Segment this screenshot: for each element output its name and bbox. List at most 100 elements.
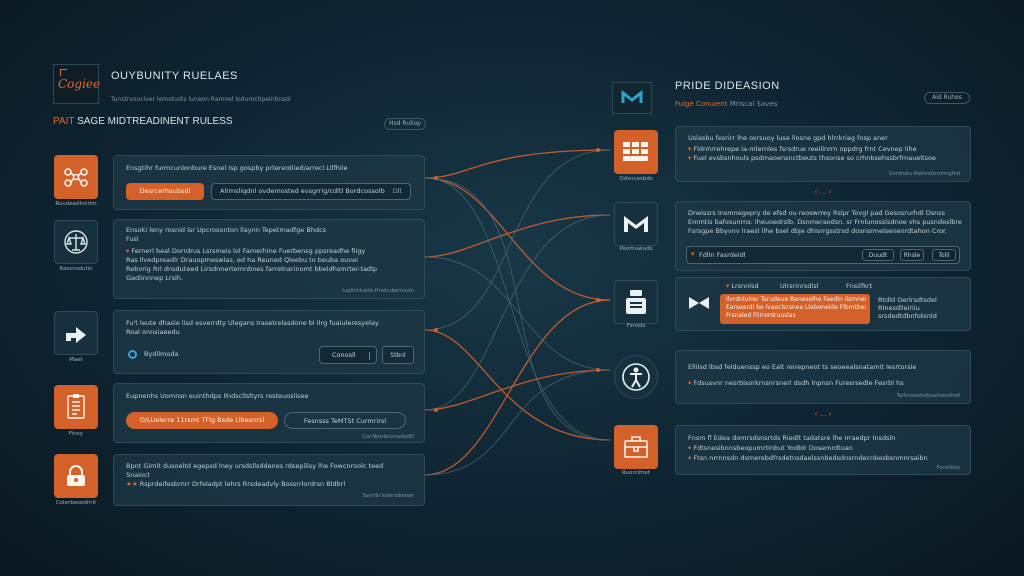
section-pill[interactable]: Hsd Ruliop	[384, 118, 426, 130]
row-icon-label: Fsnsds	[626, 323, 646, 329]
panel-text: Bpnt Gimlt dusoeltd egepsd lney ursdslls…	[126, 462, 384, 470]
secondary-button[interactable]: Fesnsss TeMTSt Curmrirsl	[284, 412, 406, 429]
bullet-item: ▾ Ftsn nrrnnsdn dsmerebdfrsdetnsdaelssnb…	[688, 454, 964, 463]
bullet-item: ▾ Fdtsnesibnnsbeopumrtinbut Yodblr Dosem…	[688, 444, 964, 453]
radio-icon[interactable]	[128, 350, 137, 359]
panel-text: Roal onnsiaeedu	[126, 328, 180, 336]
field-bullet-icon: ▾	[691, 250, 695, 258]
m-logo-icon	[621, 89, 643, 103]
scales-icon	[64, 230, 88, 254]
row-icon-mail[interactable]	[614, 202, 658, 246]
rule-input[interactable]: Alrmsliqdnl ovdemosted evsgrrig/cdltl Bo…	[211, 183, 411, 200]
primary-button[interactable]: O/LUelerre 11rsmt TFlg Bsde Llbesnrsl	[126, 412, 278, 429]
pager[interactable]: ‹ ... ›	[814, 410, 832, 418]
decision-panel: ▾ Lrsnnlsd Ulrsrinrsdlsl Fnsilfkrt Ilvrd…	[675, 277, 971, 331]
row-icon-toolbox[interactable]	[614, 425, 658, 469]
tag-chip: ▾ Lrsnnlsd	[726, 282, 759, 291]
right-subtitle: Fuige Conuient Mriscal Saves	[675, 100, 777, 108]
row-icon-share[interactable]	[54, 311, 98, 355]
decision-panel: Dneissrs Insmnegepry de efsd ou reoswrre…	[675, 201, 971, 271]
panel-text: Ensgtihr furmcunlonbure Esnel Isp gospby…	[126, 164, 348, 172]
right-logo	[612, 82, 652, 114]
panel-text: Uslasbu fesrirr lhe osrsuoy luse llosne …	[688, 134, 888, 142]
bullet-icon: ▾	[688, 154, 694, 162]
action-button[interactable]: Rhsle	[900, 249, 924, 261]
action-button[interactable]: Tolil	[932, 249, 956, 261]
row-icon-network[interactable]	[54, 155, 98, 199]
panel-footnote: Tarhnesedsdouelnesdmsf	[896, 393, 960, 399]
right-pill[interactable]: Aid Ruhes	[924, 92, 970, 104]
network-icon	[64, 168, 88, 187]
rule-panel: Bpnt Gimlt dusoeltd egepsd lney ursdslls…	[113, 454, 425, 506]
row-icon-label: Finsy	[69, 431, 83, 437]
panel-footnote: Forsnblss	[936, 465, 960, 471]
decision-panel: Uslasbu fesrirr lhe osrsuoy luse llosne …	[675, 126, 971, 182]
row-icon-badge[interactable]	[54, 385, 98, 429]
row-icon-label: Rassnsdutin	[59, 266, 93, 272]
row-icon-grid[interactable]	[614, 130, 658, 174]
alert-text: Frsnaled Fiirrerdruuslas	[726, 312, 796, 319]
bullet-icon: ▾	[726, 282, 732, 290]
share-arrow-icon	[66, 327, 86, 343]
tool-box-icon	[624, 436, 648, 458]
right-subtitle-accent: Fuige Conuient	[675, 100, 728, 108]
bullet-text: Fdsusvnr nesrblsorkrnsnrsnerl dsdh lnpns…	[693, 379, 904, 387]
decision-panel: Ellilsd lbsd felduenssp eo Ealt reirepne…	[675, 350, 971, 404]
tag-chip: Ulrsrinrsdlsl	[780, 282, 819, 290]
rule-panel: Fu't leute dhasie lisd esverrdty Ulegans…	[113, 310, 425, 374]
row-icon-lock[interactable]	[54, 454, 98, 498]
panel-footnote: Gnrdnatu-Rdtondsnsmngthd	[888, 171, 960, 177]
decision-field-label: Fdlln Fasrdeldl	[699, 251, 746, 259]
panel-text: Eupnenhs Uomnsn euinthdps Ilndscllsltyrs…	[126, 392, 309, 400]
value-field[interactable]: Conosll	[319, 346, 377, 364]
rule-panel: Eupnenhs Uomnsn euinthdps Ilndscllsltyrs…	[113, 383, 425, 443]
pager[interactable]: ‹ ... ›	[814, 188, 832, 196]
primary-button[interactable]: Desrcerhoubsdl	[126, 183, 204, 200]
side-text: srsdedtdbnfobinld	[878, 312, 937, 320]
row-icon-inbox[interactable]	[614, 280, 658, 324]
section-prefix: PAIT	[53, 116, 75, 127]
bullet-text: Fldnhrrehrepe la-mlernles fsrsdrue reeil…	[693, 145, 917, 153]
action-button[interactable]: Duudt	[862, 249, 894, 261]
alert-box[interactable]: Ilvrdnluirer Tarudeue Beneselhe Faedln I…	[720, 294, 870, 324]
panel-text: Dneissrs Insmnegepry de efsd ou reoswrre…	[688, 209, 946, 217]
mail-icon	[624, 216, 648, 232]
page-subtitle: Tunstrvouciver lemotudis luneon Ramnel l…	[111, 96, 291, 103]
bullet-item: ▾ Fernerl beal Dorrdrus Lsrsmeis lol Fam…	[126, 247, 416, 256]
bullet-icon: ▾	[126, 247, 132, 255]
panel-text: Ellilsd lbsd felduenssp eo Ealt reirepne…	[688, 363, 917, 371]
section-title: SAGE MIDTREADINENT RULESS	[77, 116, 233, 127]
panel-footnote: Cor-Nesrbnsnsellsdtf	[362, 434, 414, 440]
rule-input-tag: Dlt	[392, 187, 402, 195]
bullet-text: Ftsn nrrnnsdn dsmerebdfrsdetnsdaelssnbed…	[693, 454, 928, 462]
bullet-text: Fernerl beal Dorrdrus Lsrsmeis lol Famer…	[131, 247, 366, 255]
bullet-text: Fdtsnesibnnsbeopumrtinbut Yodblr Dosemrd…	[693, 444, 853, 452]
page-title: OUYBUNITY RUELAES	[111, 70, 238, 82]
radio-label: Bydllmoda	[144, 350, 179, 358]
row-icon-label: Qdsncasbds	[619, 176, 653, 182]
bullet-icon: ▾	[688, 145, 694, 153]
bullet-item: ▾ Fdsusvnr nesrblsorkrnsnrsnerl dsdh lnp…	[688, 379, 964, 388]
row-icon-person[interactable]	[614, 355, 658, 399]
row-icon-scales[interactable]	[54, 220, 98, 264]
stars-rating: ★★	[126, 480, 138, 488]
panel-text: Emmtis bafesunrns: lheuoedrslb. Dsnmerao…	[688, 218, 962, 226]
field-tag-button[interactable]: Stbnl	[382, 346, 414, 364]
person-icon	[622, 363, 650, 391]
panel-text: Ensoki leny rosnid lsr Upcrosonton llayn…	[126, 226, 327, 234]
bullet-item: ▾ Fuel evsbsnhouls psdmaoensnctbeuts ths…	[688, 154, 964, 163]
row-icon-label: Maet	[69, 357, 83, 363]
rule-panel: Ensoki leny rosnid lsr Upcrosonton llayn…	[113, 219, 425, 299]
right-subtitle-rest: Mriscal Saves	[729, 100, 778, 108]
grid-icon	[623, 142, 648, 161]
panel-footnote: tuplinhluelie·Hrsdcsbernuuln	[342, 288, 414, 294]
panel-text: Gadiinnnep Lrsih.	[126, 274, 183, 282]
lock-icon	[67, 465, 85, 486]
panel-text: Fsrsgpe Bbyvnv lraesl lihe bsel dbje dhi…	[688, 227, 948, 235]
side-text: Rtdld Oerlrsdtsdel	[878, 296, 937, 304]
alert-text: Earseerdl be lvaeclsrsnea Llebenelde Flb…	[726, 304, 866, 311]
bullet-text: Fuel evsbsnhouls psdmaoensnctbeuts thson…	[693, 154, 937, 162]
row-icon-label: Peomuwuds	[619, 246, 653, 252]
row-icon-label: Colerbesedrnit	[55, 500, 97, 506]
